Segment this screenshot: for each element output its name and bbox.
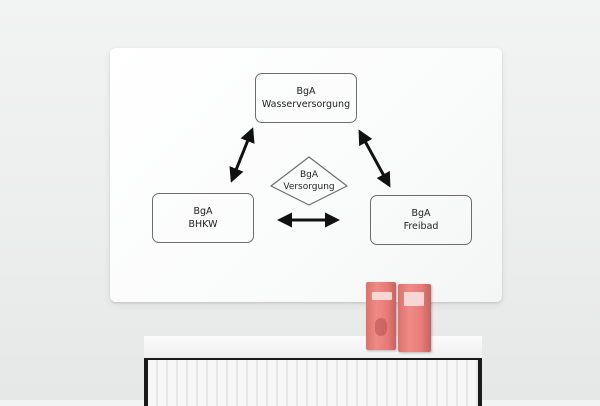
book-finger-hole [375,318,387,336]
arrows-layer [229,127,391,228]
arrow-wasser-freibad [358,129,391,188]
node-versorgung-line2: Versorgung [283,182,335,192]
node-versorgung: BgA Versorgung [270,156,348,206]
whiteboard: BgA Wasserversorgung BgA Versorgung BgA … [110,48,502,302]
sideboard-cabinet [144,336,482,406]
node-freibad-line2: Freibad [403,221,439,232]
cabinet-top [144,336,482,360]
red-book-2 [398,284,431,352]
node-wasserversorgung-line1: BgA [296,86,316,97]
node-wasserversorgung: BgA Wasserversorgung [255,73,357,123]
arrow-wasser-bhkw [229,127,255,183]
book-spine-label [372,292,392,300]
node-freibad-line1: BgA [411,208,431,219]
red-book-1 [366,282,396,350]
book-spine-label [404,292,424,306]
cabinet-tambour-door [144,360,482,406]
node-wasserversorgung-line2: Wasserversorgung [261,99,351,110]
node-freibad: BgA Freibad [370,195,472,245]
node-versorgung-diamond [270,156,348,206]
node-bhkw-line2: BHKW [188,219,218,230]
node-bhkw: BgA BHKW [152,193,254,243]
node-versorgung-line1: BgA [299,170,319,180]
node-bhkw-line1: BgA [193,206,213,217]
